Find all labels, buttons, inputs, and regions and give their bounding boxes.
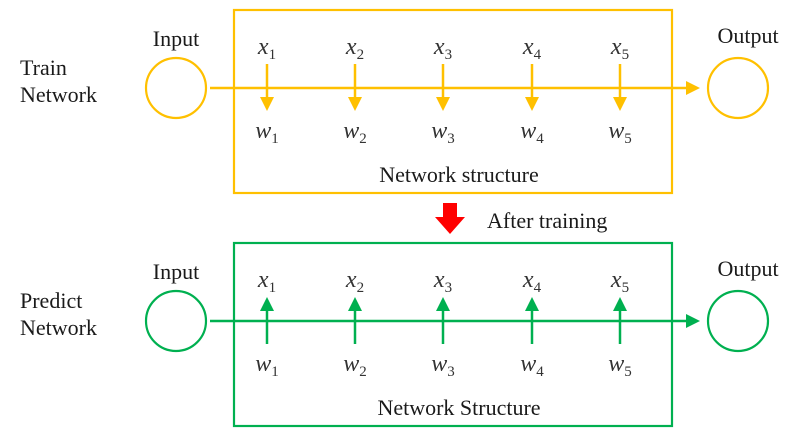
weight-variable-label: w5 (608, 351, 632, 380)
row-label-line2: Network (20, 315, 97, 340)
network-structure-box (232, 8, 674, 195)
arrow-down-icon (525, 97, 539, 111)
arrow-down-icon (260, 97, 274, 111)
arrow-down-icon (436, 97, 450, 111)
input-variable-label: x1 (257, 34, 276, 63)
arrow-down-icon (613, 97, 627, 111)
network-structure-label: Network Structure (377, 395, 540, 420)
weight-variable-label: w2 (343, 351, 367, 380)
input-variable-label: x3 (433, 34, 452, 63)
output-label: Output (717, 256, 778, 281)
input-node (144, 56, 208, 120)
row-label-line2: Network (20, 82, 97, 107)
after-training-label: After training (487, 208, 607, 233)
network-structure-box (232, 241, 674, 428)
weight-variable-label: w2 (343, 118, 367, 147)
row-label-line1: Train (20, 55, 67, 80)
flow-arrowhead-icon (686, 81, 700, 95)
weight-variable-label: w1 (255, 118, 279, 147)
input-label: Input (153, 259, 199, 284)
after-training-transition: After training (435, 203, 607, 234)
input-variable-label: x2 (345, 267, 364, 296)
arrow-down-icon (348, 97, 362, 111)
weight-variable-label: w4 (520, 118, 544, 147)
flow-arrowhead-icon (686, 314, 700, 328)
output-node (706, 56, 770, 120)
input-variable-label: x5 (610, 267, 629, 296)
input-variable-label: x4 (522, 267, 542, 296)
input-variable-label: x3 (433, 267, 452, 296)
output-label: Output (717, 23, 778, 48)
input-variable-label: x4 (522, 34, 542, 63)
arrow-up-icon (436, 297, 450, 311)
arrow-up-icon (525, 297, 539, 311)
red-down-arrow-icon (435, 203, 465, 234)
input-variable-label: x5 (610, 34, 629, 63)
network-structure-label: Network structure (379, 162, 538, 187)
input-label: Input (153, 26, 199, 51)
weight-variable-label: w3 (431, 118, 455, 147)
input-variable-label: x2 (345, 34, 364, 63)
input-node (144, 289, 208, 353)
input-variable-label: x1 (257, 267, 276, 296)
weight-variable-label: w1 (255, 351, 279, 380)
weight-variable-label: w3 (431, 351, 455, 380)
row-label-line1: Predict (20, 288, 82, 313)
weight-variable-label: w4 (520, 351, 544, 380)
weight-variable-label: w5 (608, 118, 632, 147)
output-node (706, 289, 770, 353)
arrow-up-icon (348, 297, 362, 311)
arrow-up-icon (260, 297, 274, 311)
arrow-up-icon (613, 297, 627, 311)
